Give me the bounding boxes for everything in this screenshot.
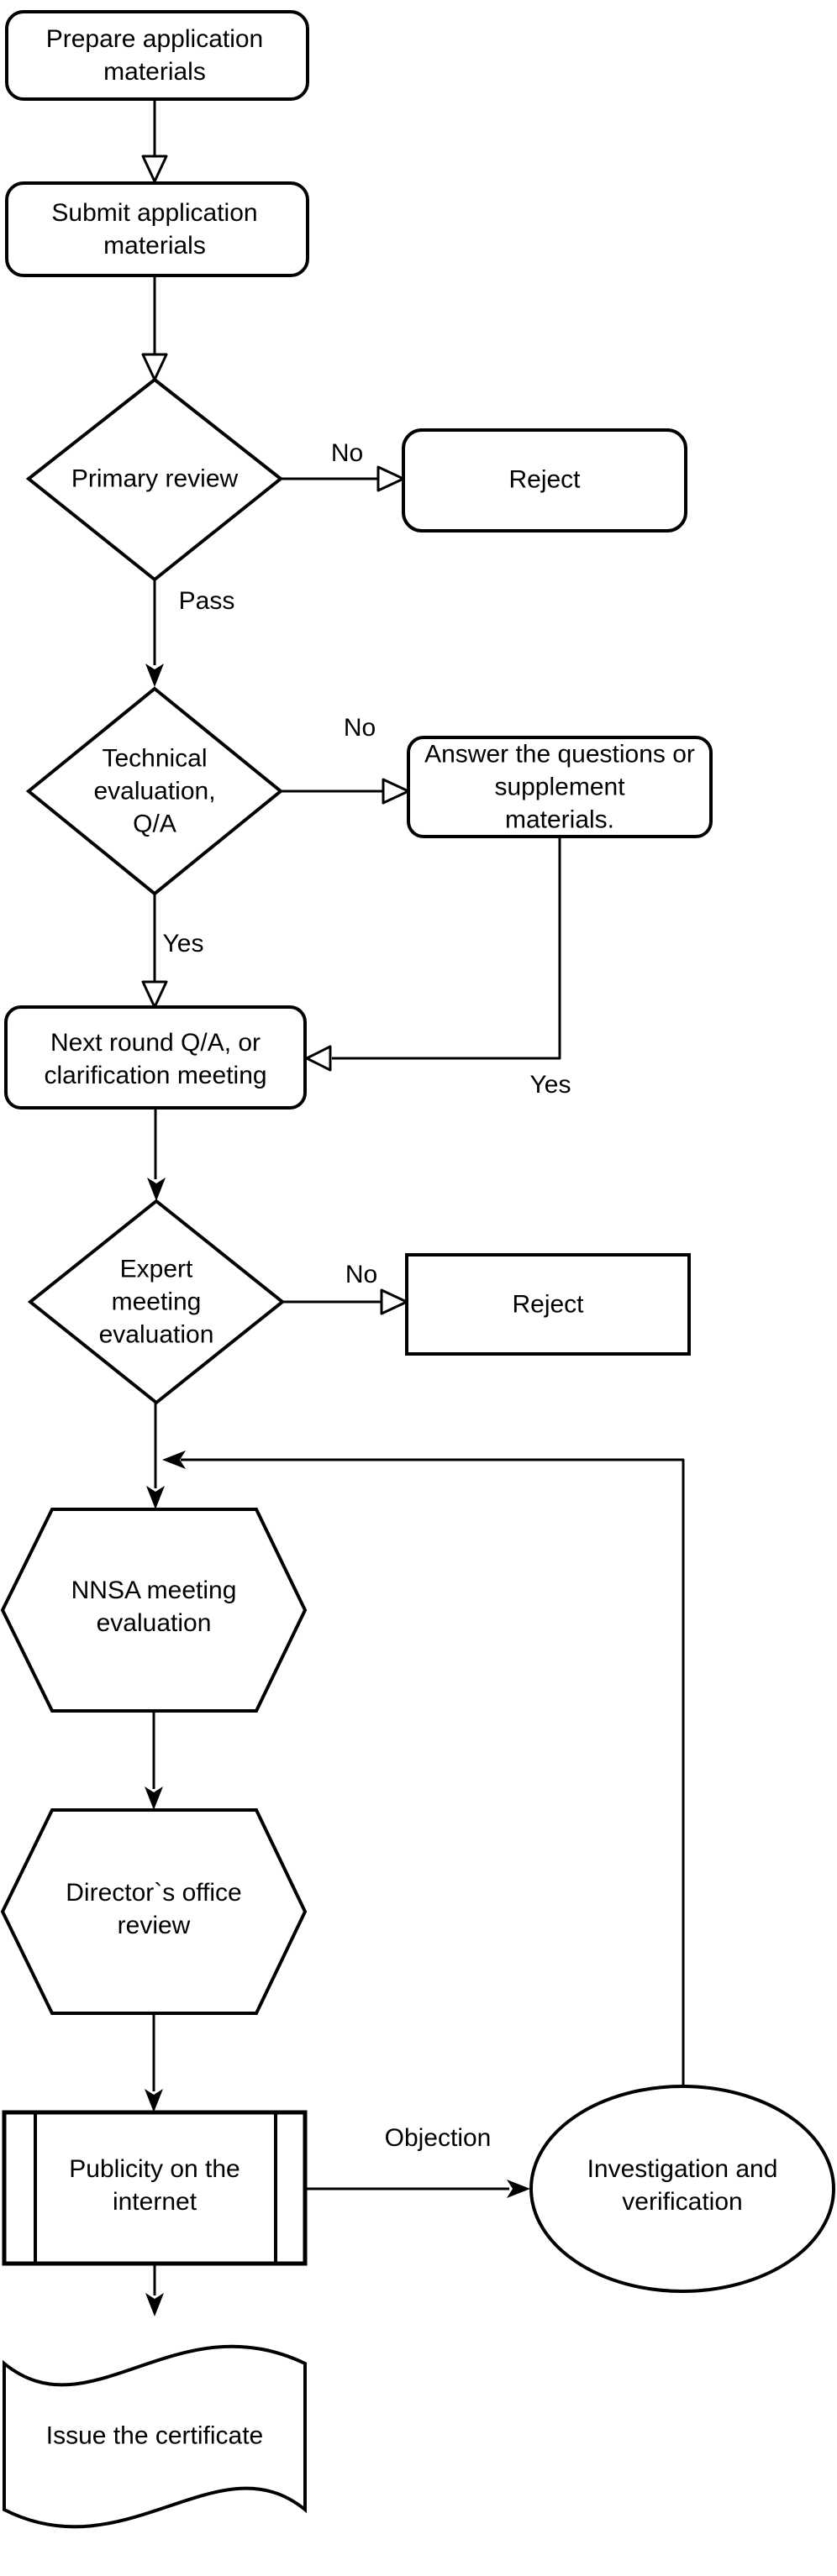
reject-primary-node-shape: [402, 428, 687, 533]
submit-node-shape: [5, 181, 309, 277]
directors-office-hexagon: [0, 1808, 308, 2015]
answer-supplement-node-shape: [407, 736, 713, 838]
edge-label-expert-no: No: [345, 1261, 378, 1288]
arrowhead-primary-technical: [145, 664, 164, 687]
publicity-node-shape: [2, 2110, 308, 2266]
expert-meeting-label: Expert meeting evaluation: [98, 1255, 214, 1349]
prepare-node-shape: [5, 10, 309, 101]
technical-evaluation-diamond: [25, 686, 284, 896]
arrowhead-expert-reject: [380, 1288, 408, 1315]
nnsa-meeting-label: NNSA meeting evaluation: [71, 1577, 237, 1637]
arrowhead-primary-reject: [376, 465, 405, 492]
issue-certificate-tape-shape: [2, 2344, 307, 2529]
edge-label-primary-pass: Pass: [178, 587, 235, 615]
arrowhead-publicity-certificate: [145, 2293, 164, 2316]
arrowhead-prepare-submit: [141, 155, 168, 183]
reject-primary-label: Reject: [508, 465, 581, 494]
investigation-label: Investigation and verification: [587, 2155, 778, 2216]
reject-expert-node-shape: [405, 1253, 691, 1356]
connector-lines: [152, 99, 685, 2295]
edge-label-objection: Objection: [384, 2124, 492, 2152]
arrowhead-investigation-return: [162, 1451, 186, 1469]
edge-investigation-return: [181, 1458, 685, 2086]
directors-office-label: Director`s office review: [66, 1879, 242, 1939]
arrowhead-director-publicity: [145, 2089, 163, 2112]
arrowheads: [141, 155, 530, 2316]
arrowhead-technical-nextround: [141, 980, 168, 1009]
primary-review-label: Primary review: [71, 464, 239, 493]
issue-certificate-label: Issue the certificate: [45, 2421, 264, 2450]
prepare-node-label: Prepare application materials: [45, 25, 264, 86]
submit-node-label: Submit application materials: [51, 199, 258, 260]
edge-label-primary-no: No: [330, 439, 364, 467]
arrowhead-expert-nnsa: [146, 1486, 165, 1509]
primary-review-diamond: [25, 377, 284, 582]
node-shapes: [0, 10, 835, 2529]
investigation-ellipse: [529, 2085, 835, 2293]
answer-supplement-label: Answer the questions or supplement mater…: [424, 740, 695, 834]
technical-evaluation-label: Technical evaluation, Q/A: [93, 744, 216, 838]
edge-label-technical-yes: Yes: [162, 930, 204, 957]
arrowhead-publicity-investigation: [507, 2180, 530, 2198]
next-round-label: Next round Q/A, or clarification meeting: [44, 1029, 267, 1089]
edge-answer-nextround: [332, 837, 561, 1060]
expert-meeting-diamond: [27, 1199, 286, 1405]
arrowhead-nextround-expert: [147, 1178, 166, 1201]
edge-label-technical-no: No: [343, 714, 376, 742]
edge-label-answer-return-yes: Yes: [529, 1071, 571, 1099]
arrowhead-technical-answer: [382, 778, 410, 805]
nnsa-meeting-hexagon: [0, 1508, 308, 1713]
arrowhead-answer-nextround: [305, 1045, 332, 1072]
arrowhead-nnsa-director: [145, 1786, 163, 1810]
publicity-label: Publicity on the internet: [69, 2155, 240, 2216]
reject-expert-label: Reject: [512, 1290, 584, 1319]
arrowhead-submit-primary: [141, 353, 168, 381]
